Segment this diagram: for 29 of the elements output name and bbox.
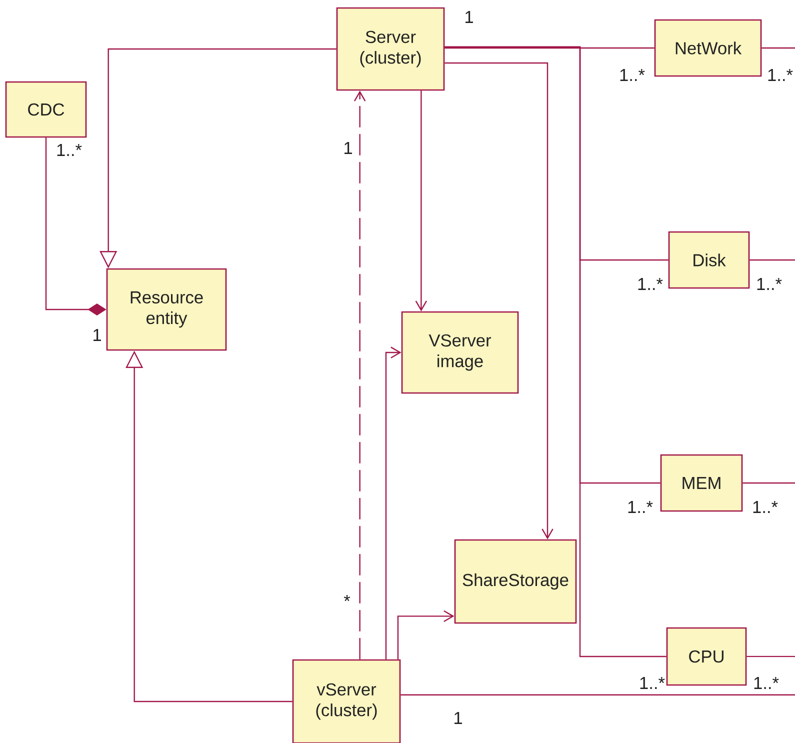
class-box: CPU bbox=[666, 627, 747, 686]
connector bbox=[749, 259, 795, 261]
connector bbox=[444, 46, 666, 658]
class-box: ShareStorage bbox=[454, 539, 577, 624]
class-box: Server (cluster) bbox=[336, 7, 445, 91]
multiplicity-label: 1 bbox=[454, 712, 462, 724]
multiplicity-label: * bbox=[344, 595, 350, 602]
class-box: vServer (cluster) bbox=[292, 659, 401, 743]
class-box: VServer image bbox=[401, 311, 519, 394]
arrow bbox=[354, 90, 366, 660]
connector bbox=[400, 694, 795, 696]
class-box: MEM bbox=[660, 454, 743, 512]
connector bbox=[444, 47, 654, 49]
class-box: Resource entity bbox=[106, 268, 227, 351]
arrow bbox=[415, 90, 428, 312]
connector bbox=[746, 656, 795, 658]
arrow bbox=[444, 62, 554, 540]
multiplicity-label: 1 bbox=[344, 142, 352, 154]
multiplicity-label: 1..* bbox=[768, 69, 793, 81]
connector bbox=[761, 47, 795, 49]
multiplicity-label: 1..* bbox=[754, 677, 779, 689]
arrow bbox=[397, 610, 454, 660]
multiplicity-label: 1 bbox=[466, 11, 473, 23]
connector bbox=[742, 482, 795, 484]
class-box: NetWork bbox=[654, 19, 762, 77]
class-box: Disk bbox=[668, 231, 750, 289]
class-box: CDC bbox=[5, 81, 87, 138]
multiplicity-label: 1..* bbox=[620, 69, 645, 81]
arrow bbox=[385, 346, 402, 660]
